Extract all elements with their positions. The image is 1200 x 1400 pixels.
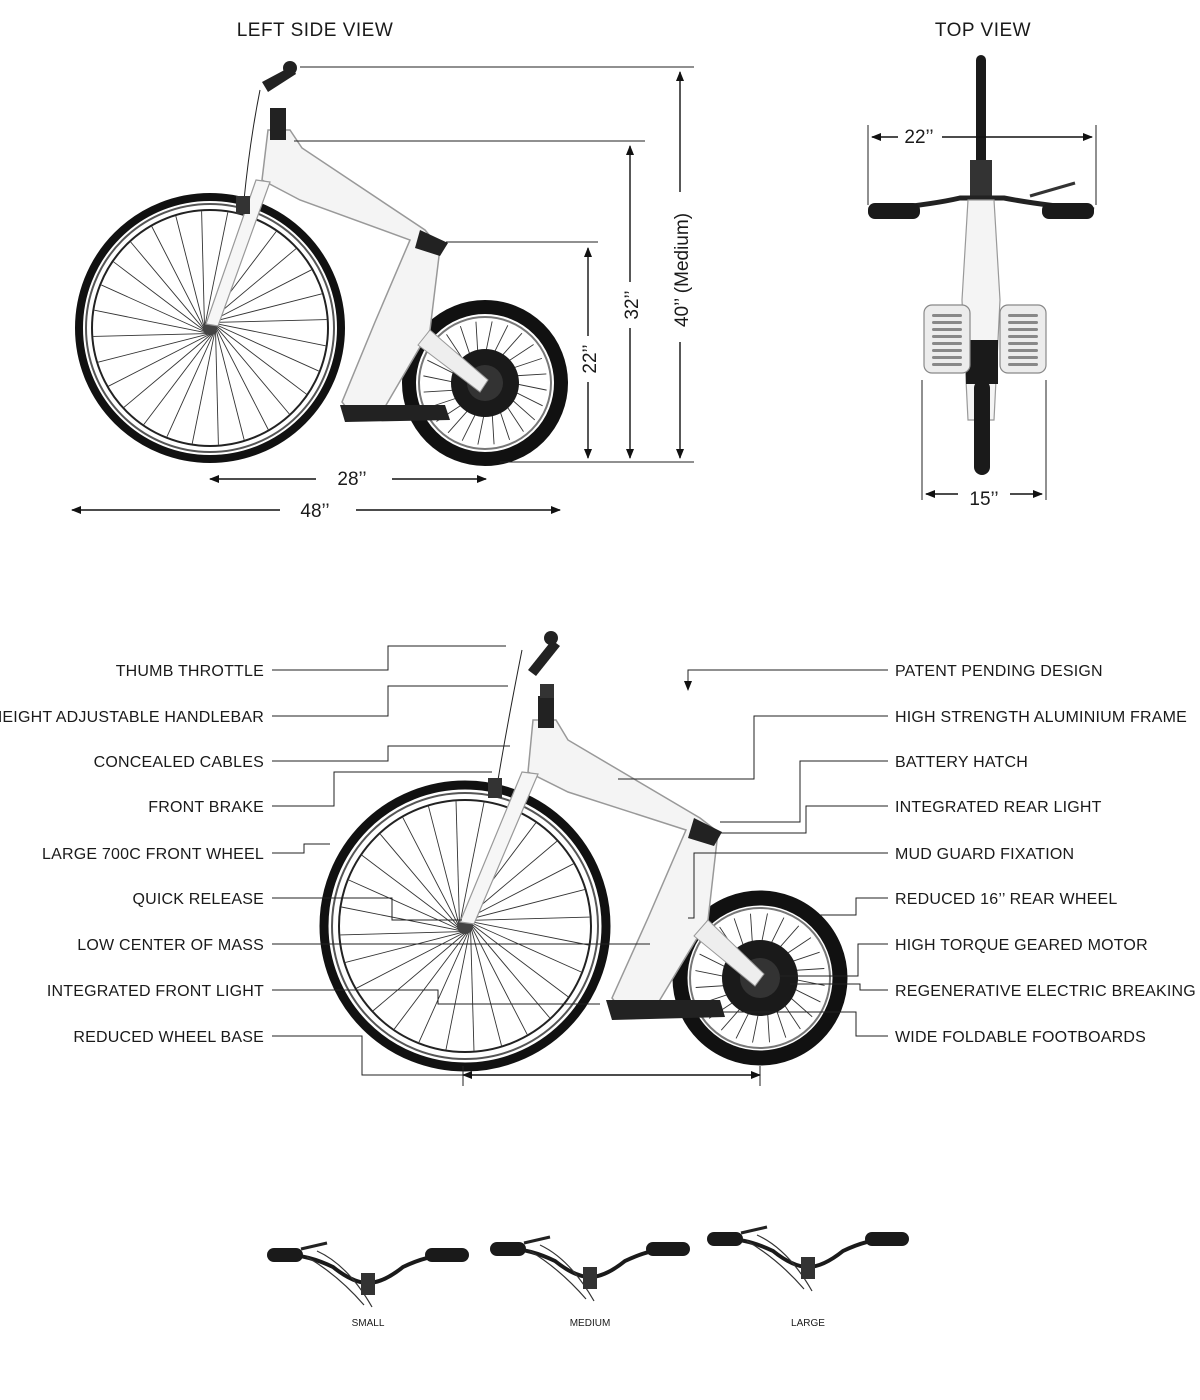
handlebar-size-label: MEDIUM: [570, 1318, 611, 1329]
callout-leader-lines: [272, 645, 888, 1086]
callout-label-right: INTEGRATED REAR LIGHT: [895, 799, 1102, 816]
callout-label-left: THUMB THROTTLE: [116, 663, 264, 680]
handlebar-sizes: SMALL MEDIUM LARGE: [267, 1225, 909, 1329]
frame-height-label: 32’’: [622, 290, 643, 319]
callout-label-left: LARGE 700C FRONT WHEEL: [42, 846, 264, 863]
callout-label-left: CONCEALED CABLES: [94, 754, 264, 771]
callout-label-left: REDUCED WHEEL BASE: [73, 1029, 264, 1046]
callout-label-right: REDUCED 16’’ REAR WHEEL: [895, 891, 1117, 908]
footboard-treads: [932, 314, 1038, 366]
overall-height-label: 40’’ (Medium): [672, 213, 693, 327]
footboard-width-label: 15’’: [969, 489, 998, 510]
annotated-bike-illustration: [319, 631, 848, 1072]
handlebar-size-label: LARGE: [791, 1318, 825, 1329]
callout-label-left: FRONT BRAKE: [148, 799, 264, 816]
handlebar-medium: MEDIUM: [490, 1235, 690, 1329]
handlebar-size-label: SMALL: [352, 1318, 385, 1329]
handlebar-small: SMALL: [267, 1241, 469, 1329]
callout-label-right: WIDE FOLDABLE FOOTBOARDS: [895, 1029, 1146, 1046]
wheelbase-label: 28’’: [337, 469, 366, 490]
callout-label-left: INTEGRATED FRONT LIGHT: [47, 983, 264, 1000]
side-view-title: LEFT SIDE VIEW: [237, 20, 394, 41]
callout-label-right: MUD GUARD FIXATION: [895, 846, 1074, 863]
callouts-right: PATENT PENDING DESIGN HIGH STRENGTH ALUMI…: [895, 663, 1196, 1046]
callout-label-right: REGENERATIVE ELECTRIC BREAKING: [895, 983, 1196, 1000]
front-wheel-large: [319, 780, 611, 1072]
handlebar-width-label: 22’’: [904, 127, 933, 148]
deck-height-label: 22’’: [580, 344, 601, 373]
callout-label-right: PATENT PENDING DESIGN: [895, 663, 1103, 680]
top-view-title: TOP VIEW: [935, 20, 1031, 41]
callout-label-left: HEIGHT ADJUSTABLE HANDLEBAR: [0, 709, 264, 726]
top-view-dimensions: 22’’ 15’’: [867, 125, 1097, 510]
callouts-left: THUMB THROTTLE HEIGHT ADJUSTABLE HANDLEBA…: [0, 663, 264, 1046]
side-view-bike-illustration: [75, 61, 568, 466]
callout-label-right: HIGH TORQUE GEARED MOTOR: [895, 937, 1148, 954]
top-view-bike-illustration: [868, 55, 1095, 475]
callout-label-left: LOW CENTER OF MASS: [77, 937, 264, 954]
overall-length-label: 48’’: [300, 501, 329, 522]
callout-label-right: HIGH STRENGTH ALUMINIUM FRAME: [895, 709, 1187, 726]
callout-label-right: BATTERY HATCH: [895, 754, 1028, 771]
front-wheel: [75, 193, 345, 463]
side-view-dimensions: 40’’ (Medium) 32’’ 22’’ 28’’ 48’’: [71, 66, 694, 522]
handlebar-large: LARGE: [707, 1225, 909, 1329]
callout-label-left: QUICK RELEASE: [132, 891, 264, 908]
